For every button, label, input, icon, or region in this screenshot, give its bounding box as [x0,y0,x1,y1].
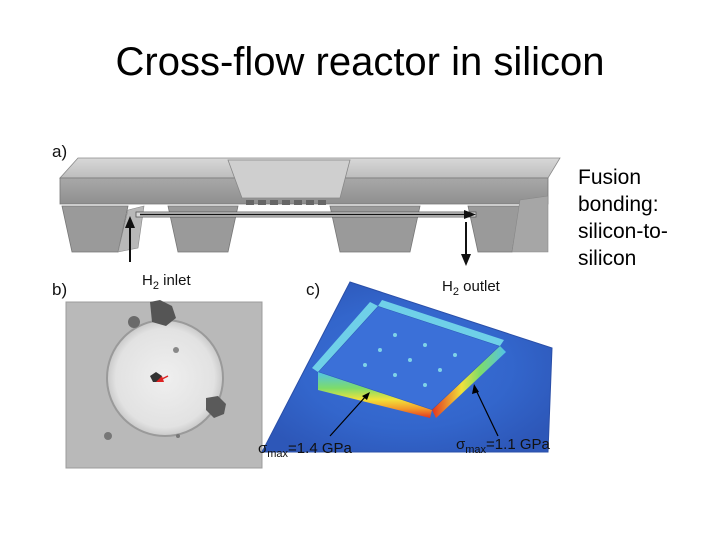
sigma-max-left-label: σmax=1.4 GPa [258,440,352,460]
stress-map [261,281,553,453]
side-caption-line-1: Fusion [578,166,642,189]
panel-a-label: a) [52,142,68,161]
slide-title: Cross-flow reactor in silicon [115,40,605,84]
chip-cross-section [59,157,561,266]
side-caption-line-4: silicon [578,247,637,270]
panel-c-label: c) [306,280,321,299]
panel-b-label: b) [52,280,68,299]
h2-inlet-label: H2 inlet [142,272,191,292]
side-caption: Fusion bonding: silicon-to- silicon [578,164,698,272]
h2-outlet-label: H2 outlet [442,278,500,298]
sigma-max-right-label: σmax=1.1 GPa [456,436,550,456]
micrograph-image [65,300,263,469]
side-caption-line-2: bonding: [578,193,659,216]
side-caption-line-3: silicon-to- [578,220,668,243]
